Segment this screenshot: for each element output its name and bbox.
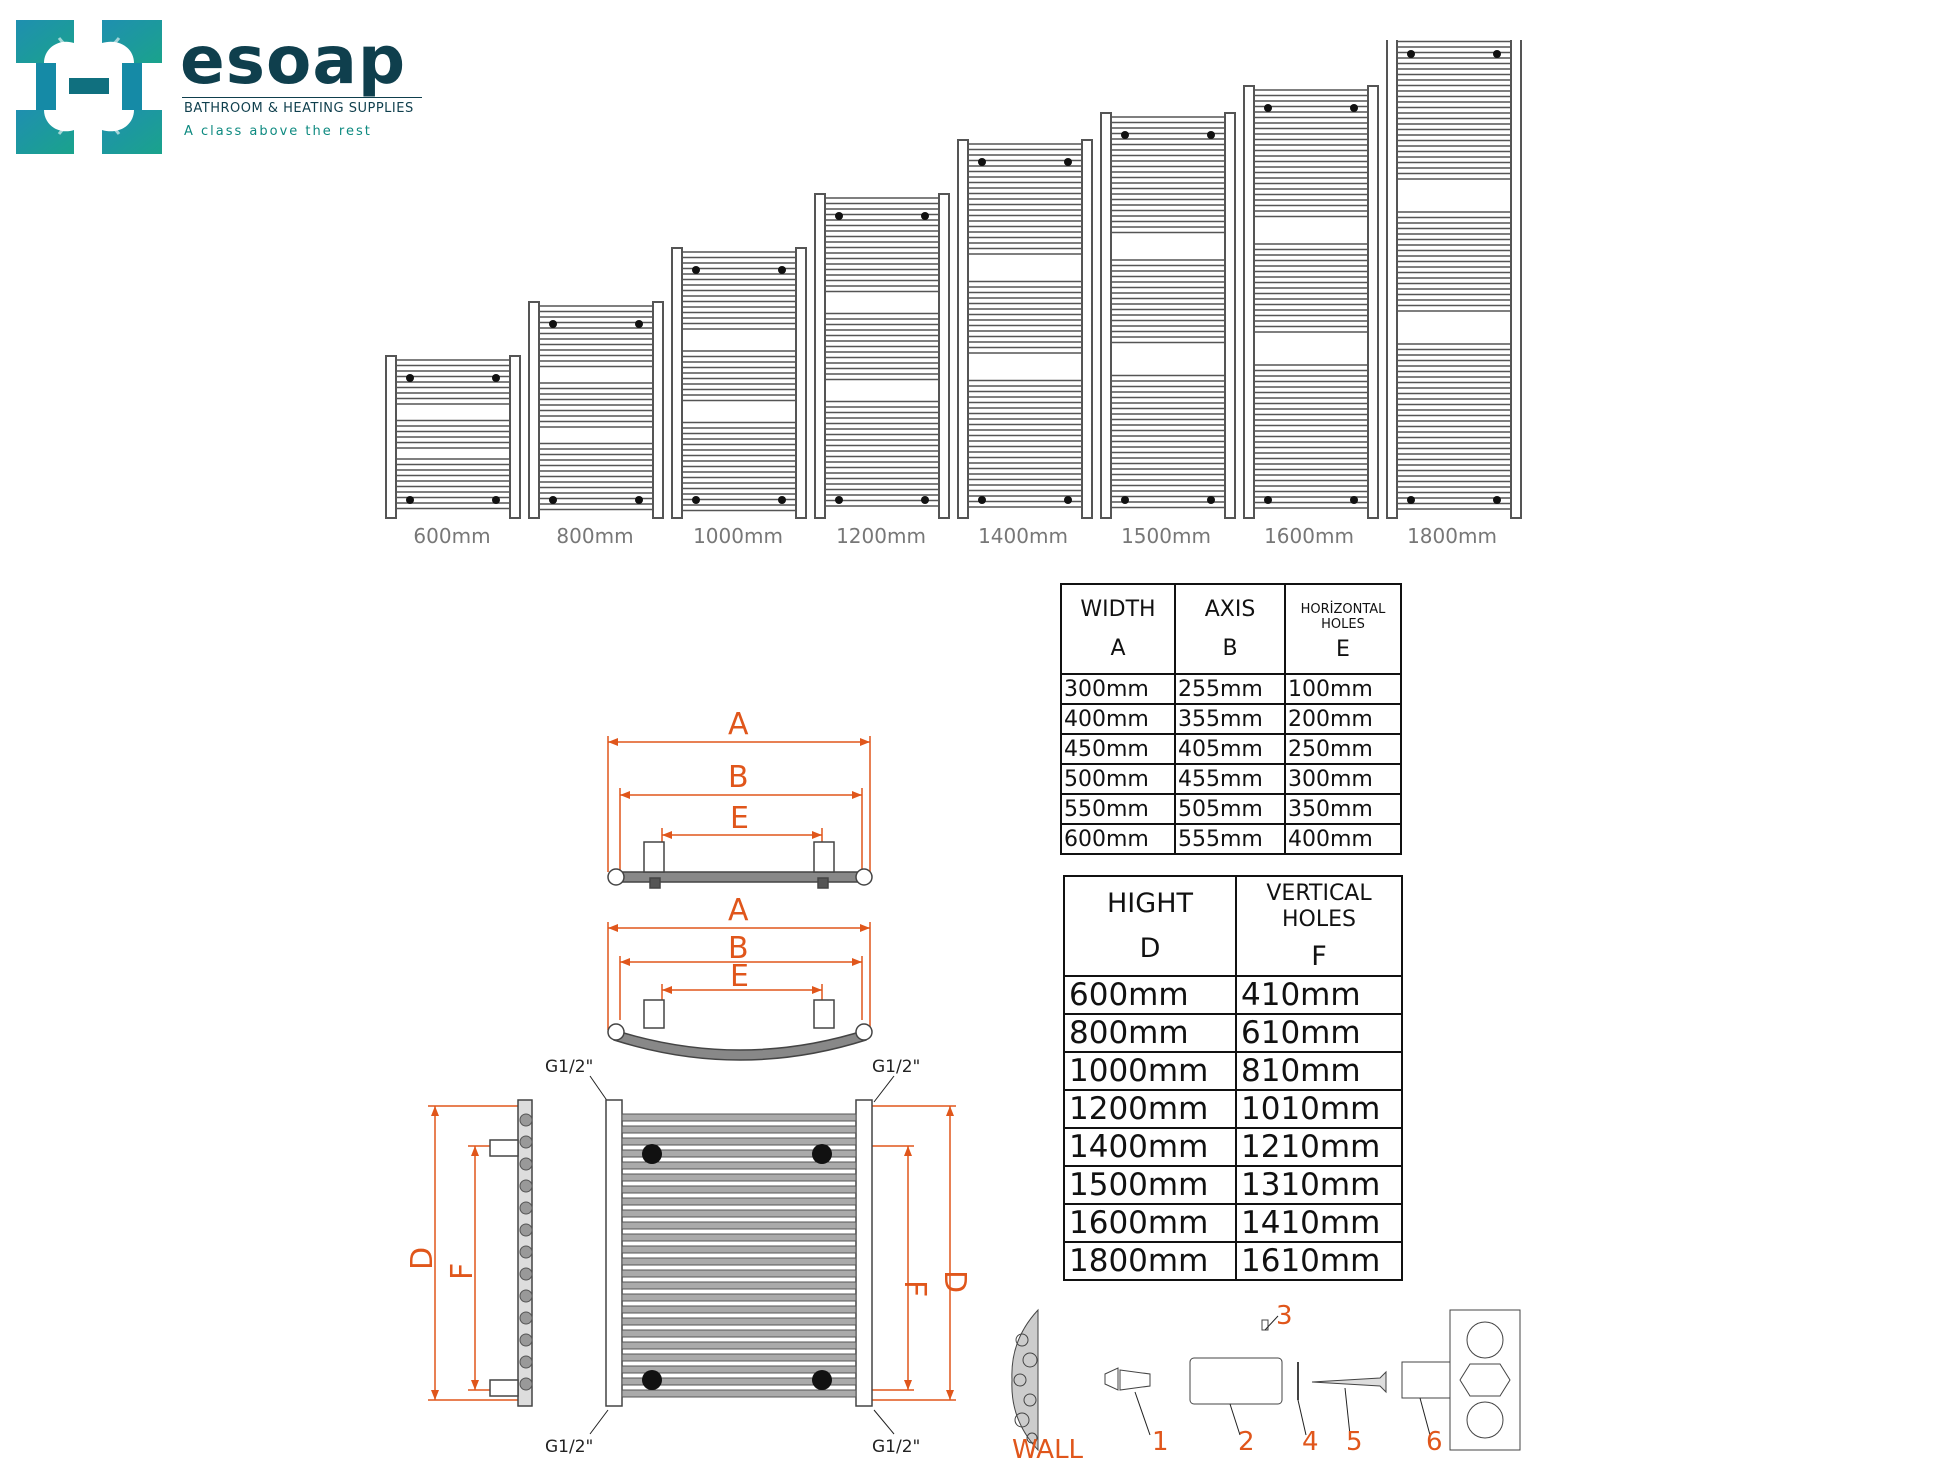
part-number: 6 (1426, 1427, 1443, 1457)
brand-divider (182, 97, 422, 98)
vertical-holes-header: VERTICAL HOLES F (1235, 875, 1403, 977)
wall-plug-part (1104, 1367, 1151, 1391)
axis-header: AXIS B (1174, 583, 1286, 675)
dim-label-a: A (728, 893, 749, 928)
dim-label-a: A (728, 707, 749, 742)
size-label-1400: 1400mm (978, 524, 1068, 548)
part-number: 1 (1152, 1427, 1169, 1457)
radiator-1200mm (814, 193, 950, 519)
dim-label-d: D (937, 1270, 972, 1293)
dim-label-f: F (445, 1263, 480, 1280)
thread-label: G1/2" (545, 1057, 593, 1077)
wall-section (1011, 1308, 1039, 1452)
part-number: 5 (1346, 1427, 1363, 1457)
thread-label: G1/2" (872, 1057, 920, 1077)
grub-screw-part (1261, 1319, 1269, 1331)
dim-label-b: B (728, 931, 749, 966)
radiator-600mm (385, 355, 521, 519)
part-number: 2 (1238, 1427, 1255, 1457)
radiator-size-lineup (385, 40, 1522, 519)
size-label-1800: 1800mm (1407, 524, 1497, 548)
size-label-1600: 1600mm (1264, 524, 1354, 548)
horizontal-holes-header: HORİZONTAL HOLES E (1284, 583, 1402, 675)
size-label-1000: 1000mm (693, 524, 783, 548)
brand-logo: esoap BATHROOM & HEATING SUPPLIES A clas… (14, 18, 434, 158)
dim-label-b: B (728, 760, 749, 795)
wall-mounting-kit: WALL 1 2 3 4 5 6 (1011, 1301, 1521, 1460)
radiator-1500mm (1100, 112, 1236, 519)
bracket-part (1189, 1357, 1283, 1405)
size-label-600: 600mm (413, 524, 491, 548)
esoap-logo-icon (16, 20, 162, 154)
wall-label: WALL (1012, 1435, 1084, 1460)
thread-label: G1/2" (872, 1437, 920, 1457)
part-number: 4 (1302, 1427, 1319, 1457)
dim-label-e: E (730, 959, 749, 994)
radiator-1600mm (1243, 85, 1379, 519)
radiator-1800mm (1386, 40, 1522, 519)
brand-tagline: A class above the rest (184, 124, 372, 139)
width-header: WIDTH A (1060, 583, 1176, 675)
radiator-1000mm (671, 247, 807, 519)
dim-label-f: F (897, 1280, 932, 1297)
brand-subtitle: BATHROOM & HEATING SUPPLIES (184, 101, 414, 116)
size-label-1500: 1500mm (1121, 524, 1211, 548)
size-label-1200: 1200mm (836, 524, 926, 548)
dim-label-d: D (405, 1247, 440, 1270)
technical-drawing: A B E A B E D F F D G1/2" G1/2" G1/2" G1… (405, 707, 972, 1457)
brand-name: esoap (180, 22, 407, 99)
dim-label-e: E (730, 801, 749, 836)
radiator-1400mm (957, 139, 1093, 519)
radiator-800mm (528, 301, 664, 519)
size-label-800: 800mm (556, 524, 634, 548)
hight-header: HIGHT D (1063, 875, 1237, 977)
screw-part (1311, 1370, 1387, 1394)
thread-label: G1/2" (545, 1437, 593, 1457)
part-number: 3 (1276, 1301, 1293, 1331)
